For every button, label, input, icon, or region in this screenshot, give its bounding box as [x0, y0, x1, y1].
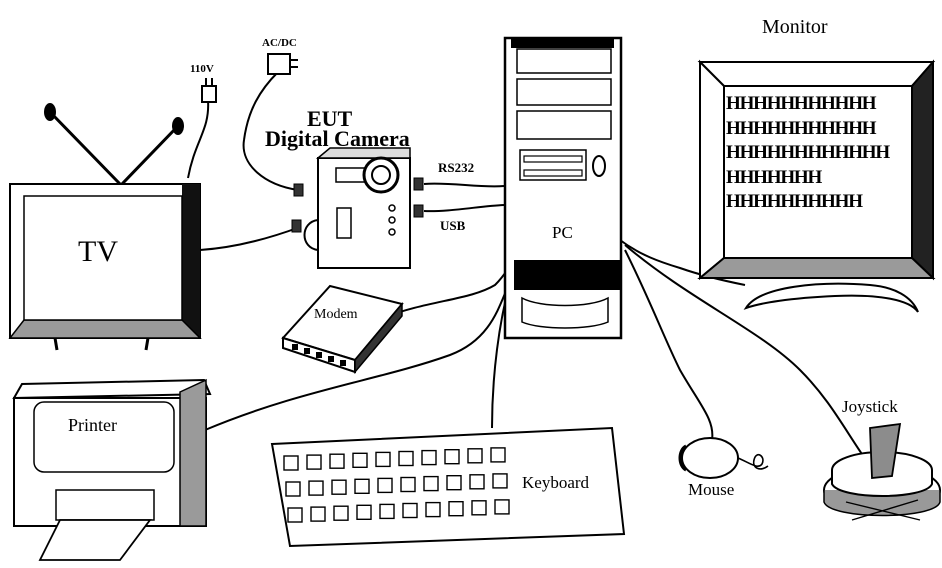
- keyboard-key: [426, 503, 440, 517]
- tv-camera-cable: [200, 227, 300, 250]
- keyboard-key: [445, 450, 459, 464]
- rs232-cable: [424, 184, 504, 187]
- keyboard: Keyboard: [272, 428, 624, 546]
- keyboard-key: [493, 474, 507, 488]
- keyboard-key: [401, 478, 415, 492]
- antenna-tip-right: [172, 117, 184, 135]
- keyboard-key: [307, 455, 321, 469]
- rs232-label: RS232: [438, 160, 474, 175]
- keyboard-key: [334, 506, 348, 520]
- pc-tower: PC: [505, 38, 622, 338]
- keyboard-label: Keyboard: [522, 473, 590, 492]
- monitor-stand: [746, 284, 918, 312]
- keyboard-key: [403, 504, 417, 518]
- tv-label: TV: [78, 235, 118, 268]
- printer-label: Printer: [68, 415, 117, 435]
- camera-display: [336, 168, 366, 182]
- drive-bay-1: [517, 49, 611, 73]
- 110v-label: 110V: [190, 63, 214, 75]
- usb-label: USB: [440, 218, 466, 233]
- keyboard-key: [355, 479, 369, 493]
- keyboard-key: [376, 452, 390, 466]
- keyboard-key: [472, 501, 486, 515]
- usb-cable: [424, 205, 504, 211]
- keyboard-key: [491, 448, 505, 462]
- pc-base-band: [514, 260, 622, 290]
- digital-camera: EUT Digital Camera RS232 USB: [265, 106, 474, 268]
- acdc-adapter: AC/DC: [262, 37, 298, 74]
- modem: Modem: [283, 286, 402, 372]
- antenna-tip-left: [44, 103, 56, 121]
- screen-line-4: HHHHHHH: [726, 167, 822, 188]
- keyboard-key: [447, 476, 461, 490]
- keyboard-key: [399, 452, 413, 466]
- printer: Printer: [14, 380, 210, 560]
- paper-sheet: [40, 520, 150, 560]
- tv: 110V TV: [10, 63, 216, 350]
- keyboard-key: [288, 508, 302, 522]
- keyboard-key: [284, 456, 298, 470]
- keyboard-key: [424, 477, 438, 491]
- keyboard-key: [332, 480, 346, 494]
- keyboard-key: [468, 449, 482, 463]
- tv-feet: [55, 338, 148, 350]
- printer-panel: [34, 402, 174, 472]
- keyboard-key: [311, 507, 325, 521]
- keyboard-key: [422, 451, 436, 465]
- paper-slot: [56, 490, 154, 520]
- keyboard-key: [353, 453, 367, 467]
- drive-bay-3: [517, 111, 611, 139]
- keyboard-key: [309, 481, 323, 495]
- keyboard-key: [330, 454, 344, 468]
- screen-line-1: HHHHHHHHHHH: [726, 93, 877, 114]
- monitor: HHHHHHHHHHH HHHHHHHHHHH HHHHHHHHHHHH HHH…: [700, 16, 933, 312]
- modem-label: Modem: [314, 307, 358, 322]
- mouse: Mouse: [680, 438, 768, 499]
- joystick: Joystick: [824, 397, 940, 520]
- plug-110v: [202, 86, 216, 102]
- keyboard-key: [357, 505, 371, 519]
- joystick-label: Joystick: [842, 397, 898, 416]
- power-button: [593, 156, 605, 176]
- acdc-label: AC/DC: [262, 37, 297, 49]
- keyboard-key: [286, 482, 300, 496]
- camera-strap: [305, 220, 319, 250]
- screen-line-5: HHHHHHHHHH: [726, 191, 863, 212]
- keyboard-key: [470, 475, 484, 489]
- screen-line-2: HHHHHHHHHHH: [726, 118, 877, 139]
- keyboard-key: [380, 504, 394, 518]
- drive-bay-2: [517, 79, 611, 105]
- pc-label: PC: [552, 223, 573, 242]
- keyboard-key: [378, 478, 392, 492]
- monitor-label: Monitor: [762, 16, 828, 38]
- keyboard-key: [495, 500, 509, 514]
- tv-power-cable: [188, 100, 208, 178]
- keyboard-key: [449, 502, 463, 516]
- screen-line-3: HHHHHHHHHHHH: [726, 142, 890, 163]
- mouse-label: Mouse: [688, 480, 734, 499]
